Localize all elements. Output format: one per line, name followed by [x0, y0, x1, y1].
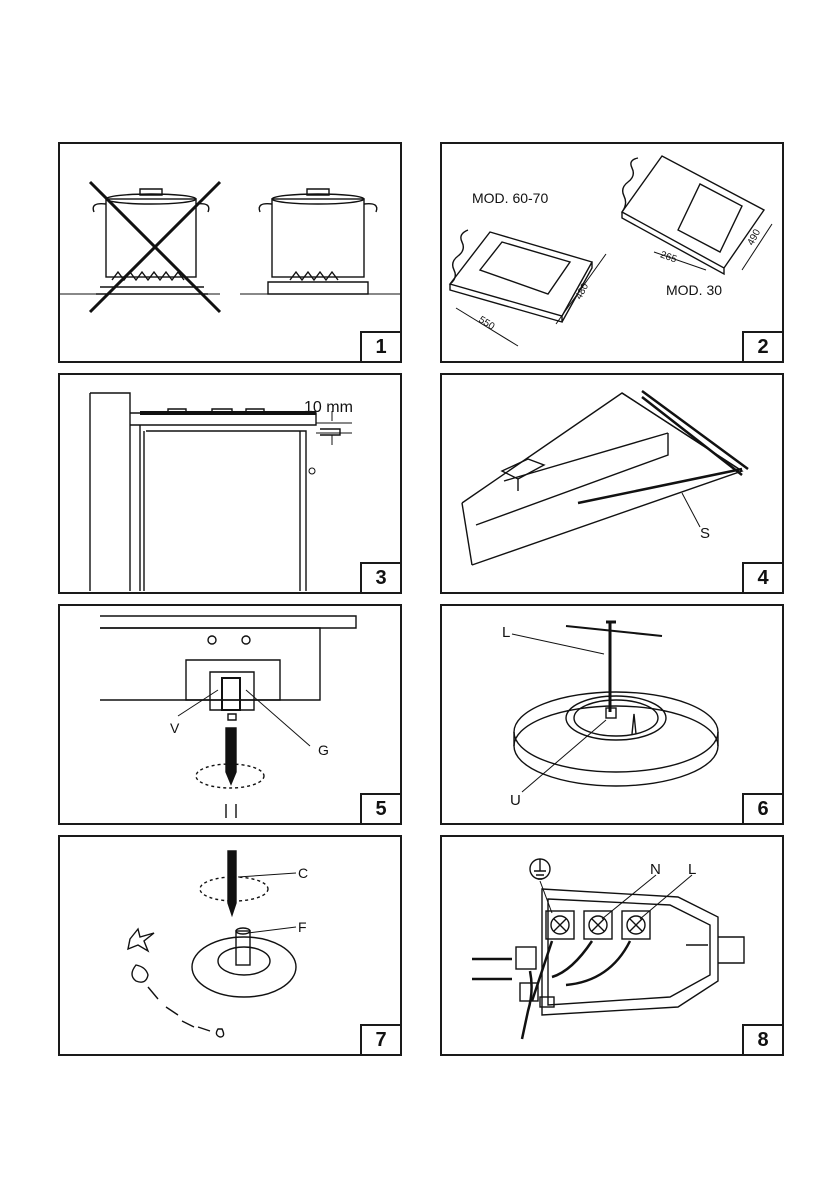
terminal-block-wiring-illustration [442, 837, 782, 1054]
figure-5-panel: V G 5 [58, 604, 402, 825]
injector-u-label: U [510, 792, 521, 809]
figure-6-panel: L U 6 [440, 604, 784, 825]
seal-application-illustration [442, 375, 782, 592]
seal-label: S [700, 525, 710, 542]
model-label-60-70: MOD. 60-70 [472, 190, 548, 206]
figure-2-panel: MOD. 60-70 MOD. 30 550 480 265 490 2 [440, 142, 784, 363]
screw-g-label: G [318, 742, 329, 758]
neutral-n-label: N [650, 861, 661, 878]
minimum-flame-adjustment-illustration [60, 837, 400, 1054]
tap-adjustment-illustration [60, 606, 400, 823]
figure-1-panel: 1 [58, 142, 402, 363]
figure-number: 3 [360, 562, 402, 594]
model-label-30: MOD. 30 [666, 282, 722, 298]
screw-v-label: V [170, 720, 179, 736]
figure-number: 8 [742, 1024, 784, 1056]
figure-8-panel: N L 8 [440, 835, 784, 1056]
tube-l-label: L [502, 624, 510, 641]
pot-placement-illustration [60, 144, 400, 361]
figure-number: 2 [742, 331, 784, 363]
figure-number: 6 [742, 793, 784, 825]
clearance-label: 10 mm [304, 399, 353, 417]
figure-7-panel: C F 7 [58, 835, 402, 1056]
figure-number: 1 [360, 331, 402, 363]
figure-3-panel: 10 mm 3 [58, 373, 402, 594]
figure-number: 4 [742, 562, 784, 594]
figure-number: 5 [360, 793, 402, 825]
figure-4-panel: S 4 [440, 373, 784, 594]
screwdriver-c-label: C [298, 865, 308, 881]
screw-f-label: F [298, 919, 307, 935]
burner-injector-illustration [442, 606, 782, 823]
figure-number: 7 [360, 1024, 402, 1056]
live-l-label: L [688, 861, 696, 878]
